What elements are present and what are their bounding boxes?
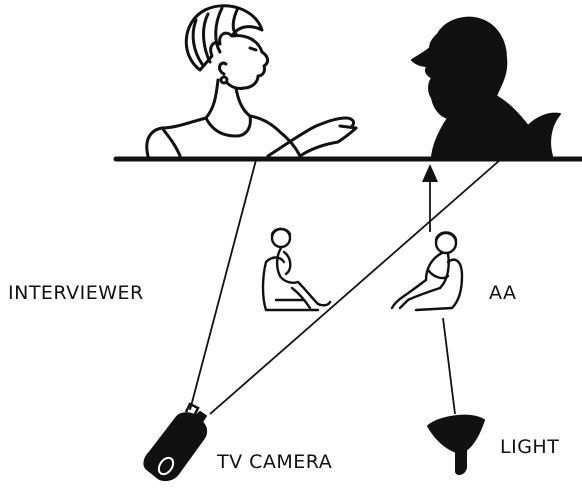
light-beam: [442, 317, 456, 415]
light-label: LIGHT: [500, 436, 560, 458]
tv-camera-icon: [143, 402, 208, 482]
camera-sightline-to-aa: [209, 159, 501, 415]
interviewer-portrait-icon: [145, 4, 358, 158]
interviewer-seated-icon: [261, 227, 332, 312]
tv-camera-label: TV CAMERA: [217, 451, 333, 473]
interviewer-label: INTERVIEWER: [8, 282, 144, 304]
aa-seated-icon: [390, 231, 464, 312]
light-arrow-head-icon: [422, 164, 438, 182]
camera-sightline-to-interviewer: [189, 159, 257, 411]
aa-silhouette-icon: [411, 16, 561, 157]
aa-label: AA: [489, 282, 517, 304]
lamp-icon: [427, 414, 485, 476]
